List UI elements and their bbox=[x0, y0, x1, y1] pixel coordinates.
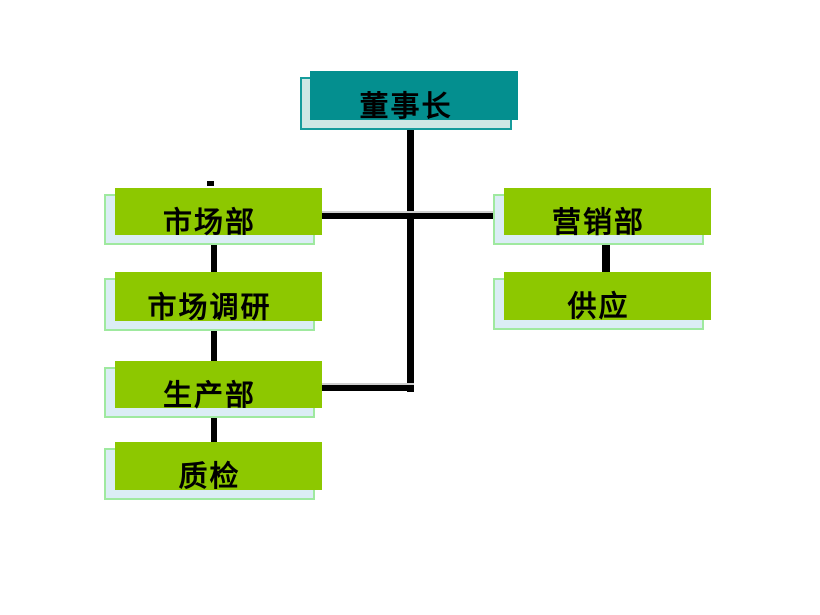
node-quality-label: 质检 bbox=[178, 459, 241, 493]
node-quality[interactable]: 质检 bbox=[104, 448, 315, 500]
connector-production-quality bbox=[211, 417, 217, 444]
node-chairman-label: 董事长 bbox=[359, 88, 453, 123]
connector-marketing-research bbox=[211, 244, 217, 274]
connector-chairman-trunk bbox=[407, 130, 414, 392]
connector-trunk-production bbox=[315, 383, 414, 391]
node-chairman[interactable]: 董事长 bbox=[300, 77, 512, 130]
node-market-research[interactable]: 市场调研 bbox=[104, 278, 315, 331]
node-sales-label: 营销部 bbox=[551, 204, 645, 239]
node-marketing[interactable]: 市场部 bbox=[104, 194, 315, 245]
node-market-research-label: 市场调研 bbox=[147, 289, 272, 324]
node-marketing-label: 市场部 bbox=[162, 204, 256, 239]
node-production-label: 生产部 bbox=[162, 377, 256, 412]
connector-research-production bbox=[211, 330, 217, 362]
node-production[interactable]: 生产部 bbox=[104, 367, 315, 418]
connector-sales-supply bbox=[602, 244, 610, 274]
connector-marketing-sales bbox=[315, 211, 494, 219]
connector-marketing-top-stub bbox=[207, 181, 214, 186]
node-supply-label: 供应 bbox=[567, 289, 630, 323]
node-supply[interactable]: 供应 bbox=[493, 278, 704, 330]
node-sales[interactable]: 营销部 bbox=[493, 194, 704, 245]
